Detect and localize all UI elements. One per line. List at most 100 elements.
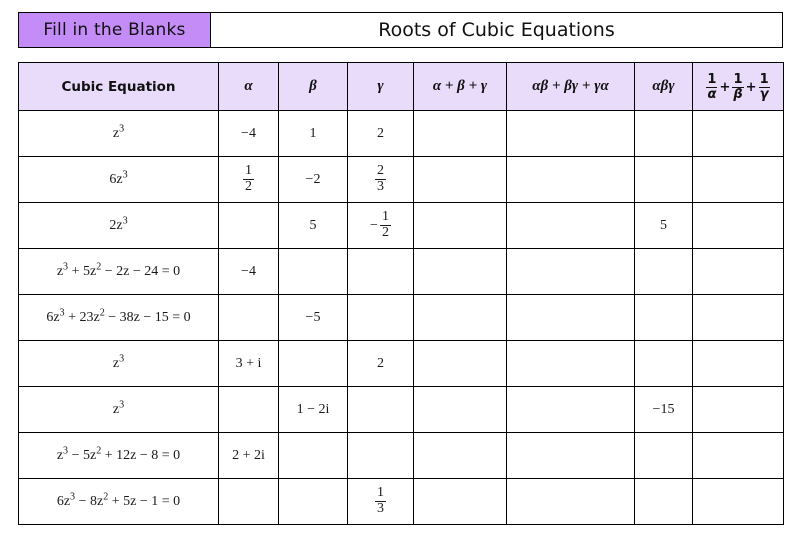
table-row: z3 − 5z2 + 12z − 8 = 0 2 + 2i — [18, 432, 784, 479]
worksheet-title: Roots of Cubic Equations — [211, 12, 783, 48]
cell-sum-of-reciprocals[interactable] — [692, 432, 784, 479]
cell-product-of-roots-value: 5 — [660, 217, 667, 233]
cell-beta-value: −5 — [305, 309, 321, 325]
cell-alpha[interactable] — [218, 386, 279, 433]
cell-sum-of-roots[interactable] — [413, 110, 507, 157]
cell-cubic-equation: 6z3 — [18, 156, 219, 203]
cell-pairwise-sum[interactable] — [506, 432, 635, 479]
cell-product-of-roots[interactable] — [634, 156, 693, 203]
cell-pairwise-sum[interactable] — [506, 110, 635, 157]
cell-product-of-roots[interactable] — [634, 432, 693, 479]
cell-pairwise-sum[interactable] — [506, 248, 635, 295]
cell-sum-of-reciprocals[interactable] — [692, 202, 784, 249]
cell-cubic-equation: 6z3 − 8z2 + 5z − 1 = 0 — [18, 478, 219, 525]
cell-alpha[interactable]: 2 + 2i — [218, 432, 279, 479]
cell-sum-of-reciprocals[interactable] — [692, 294, 784, 341]
cell-sum-of-roots[interactable] — [413, 340, 507, 387]
cell-sum-of-reciprocals[interactable] — [692, 156, 784, 203]
cell-beta-value: 1 − 2i — [296, 401, 330, 417]
cell-alpha[interactable]: −4 — [218, 248, 279, 295]
table-row: 6z3 + 23z2 − 38z − 15 = 0 −5 — [18, 294, 784, 341]
header-sum-of-roots: α + β + γ — [413, 62, 507, 111]
cell-beta[interactable] — [278, 478, 348, 525]
cell-pairwise-sum[interactable] — [506, 202, 635, 249]
roots-table-container: Cubic Equation α β γ α + β + γ αβ + βγ +… — [18, 62, 784, 525]
cell-gamma[interactable] — [347, 294, 414, 341]
cell-product-of-roots[interactable] — [634, 110, 693, 157]
cell-beta[interactable] — [278, 432, 348, 479]
cell-pairwise-sum[interactable] — [506, 478, 635, 525]
cell-beta[interactable] — [278, 340, 348, 387]
reciprocal-gamma-fraction: 1 γ — [758, 72, 770, 102]
cell-sum-of-reciprocals[interactable] — [692, 248, 784, 295]
cell-product-of-roots-value: −15 — [652, 401, 675, 417]
cell-beta[interactable]: 1 − 2i — [278, 386, 348, 433]
cell-gamma[interactable] — [347, 248, 414, 295]
cell-sum-of-roots[interactable] — [413, 294, 507, 341]
cell-gamma[interactable]: 2 — [347, 110, 414, 157]
cell-beta[interactable]: −5 — [278, 294, 348, 341]
cell-cubic-equation: 2z3 — [18, 202, 219, 249]
cell-pairwise-sum[interactable] — [506, 156, 635, 203]
reciprocal-plus-1: + — [719, 79, 731, 95]
table-header: Cubic Equation α β γ α + β + γ αβ + βγ +… — [18, 62, 784, 111]
cell-beta[interactable]: −2 — [278, 156, 348, 203]
cell-sum-of-roots[interactable] — [413, 386, 507, 433]
cell-pairwise-sum[interactable] — [506, 386, 635, 433]
cell-product-of-roots[interactable]: 5 — [634, 202, 693, 249]
cell-gamma[interactable] — [347, 432, 414, 479]
cell-cubic-equation: 6z3 + 23z2 − 38z − 15 = 0 — [18, 294, 219, 341]
cell-beta-value: 5 — [309, 217, 317, 233]
cell-pairwise-sum[interactable] — [506, 294, 635, 341]
cell-beta[interactable]: 5 — [278, 202, 348, 249]
header-gamma: γ — [347, 62, 414, 111]
cell-cubic-equation: z3 — [18, 386, 219, 433]
cell-sum-of-roots[interactable] — [413, 202, 507, 249]
cell-sum-of-roots[interactable] — [413, 478, 507, 525]
cell-alpha[interactable]: 3 + i — [218, 340, 279, 387]
cell-beta[interactable]: 1 — [278, 110, 348, 157]
cell-cubic-equation: z3 − 5z2 + 12z − 8 = 0 — [18, 432, 219, 479]
cell-beta[interactable] — [278, 248, 348, 295]
cell-product-of-roots[interactable] — [634, 294, 693, 341]
cell-sum-of-roots[interactable] — [413, 156, 507, 203]
cell-product-of-roots[interactable] — [634, 340, 693, 387]
table-row: z3 1 − 2i −15 — [18, 386, 784, 433]
cell-sum-of-reciprocals[interactable] — [692, 110, 784, 157]
reciprocal-alpha-fraction: 1 α — [706, 72, 718, 102]
cell-gamma[interactable] — [347, 386, 414, 433]
cell-sum-of-reciprocals[interactable] — [692, 386, 784, 433]
banner-row: Fill in the Blanks Roots of Cubic Equati… — [18, 12, 783, 48]
cell-sum-of-reciprocals[interactable] — [692, 478, 784, 525]
cell-alpha-value: −4 — [241, 263, 256, 279]
cell-alpha[interactable] — [218, 478, 279, 525]
cell-cubic-equation: z3 + 5z2 − 2z − 24 = 0 — [18, 248, 219, 295]
cell-alpha[interactable] — [218, 294, 279, 341]
roots-of-cubic-equations-table: Cubic Equation α β γ α + β + γ αβ + βγ +… — [18, 62, 784, 525]
cell-product-of-roots[interactable]: −15 — [634, 386, 693, 433]
cell-alpha[interactable]: −4 — [218, 110, 279, 157]
cell-pairwise-sum[interactable] — [506, 340, 635, 387]
cell-sum-of-roots[interactable] — [413, 248, 507, 295]
cell-gamma[interactable]: 2 — [347, 340, 414, 387]
cell-alpha[interactable] — [218, 202, 279, 249]
cell-product-of-roots[interactable] — [634, 248, 693, 295]
cell-sum-of-roots[interactable] — [413, 432, 507, 479]
cell-beta-value: −2 — [305, 171, 321, 187]
cell-alpha-value: 2 + 2i — [232, 447, 265, 463]
cell-product-of-roots[interactable] — [634, 478, 693, 525]
cell-sum-of-reciprocals[interactable] — [692, 340, 784, 387]
